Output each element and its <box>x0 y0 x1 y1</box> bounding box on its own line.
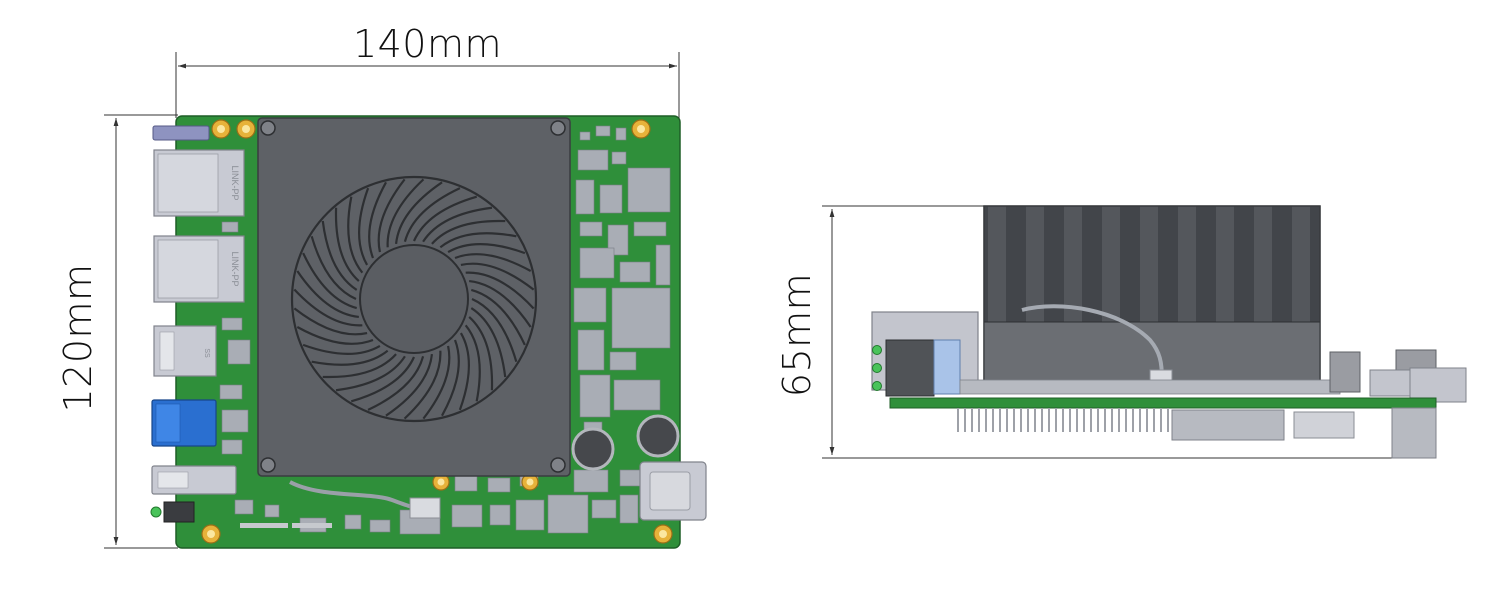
rj45-1-brand: LINK-PP <box>230 165 240 200</box>
fan-blade <box>334 207 360 282</box>
capacitors-top <box>571 414 680 471</box>
fan-blade <box>465 271 535 310</box>
fan-blade <box>468 316 494 391</box>
fan-blade <box>311 349 389 366</box>
fan-blade <box>431 219 506 245</box>
fan-blade <box>460 262 535 291</box>
fan-blade <box>321 220 358 291</box>
fan-blade <box>441 339 460 417</box>
board-side-view <box>871 205 1467 459</box>
dimension-lines-top <box>104 52 680 549</box>
screw-icon <box>260 120 276 136</box>
side-pins <box>957 408 1169 432</box>
led-icon <box>872 363 882 373</box>
fan-hub <box>359 244 469 354</box>
fan-blade <box>293 288 363 327</box>
led-icon <box>872 381 882 391</box>
fan-blade <box>368 181 387 259</box>
fan-blade <box>403 187 461 242</box>
fan-blade <box>350 356 416 403</box>
audio-jack <box>163 501 195 523</box>
led-icon <box>150 506 162 518</box>
fan-blade <box>386 178 425 248</box>
fan-blade <box>471 288 526 346</box>
dimension-lines-side <box>822 205 1420 459</box>
fan-blade <box>447 243 526 255</box>
fan-blade <box>439 232 517 249</box>
fan-blade <box>322 353 397 379</box>
side-usb-block <box>885 339 935 397</box>
capacitor-icon <box>571 427 615 471</box>
screw-icon <box>550 457 566 473</box>
fan-blade <box>310 235 357 301</box>
fan-blade <box>293 307 368 336</box>
fan-blade <box>347 196 364 274</box>
fan-blade <box>403 350 442 420</box>
fan-blade <box>302 252 357 310</box>
board-top-view: LINK-PP LINK-PP SS <box>150 115 707 549</box>
fan-blade <box>385 354 434 417</box>
fan-blade <box>412 195 478 242</box>
pcb-pin-row <box>240 523 332 528</box>
fan-icon <box>290 175 538 423</box>
fan-blade <box>377 178 406 253</box>
fan-blade <box>335 355 406 392</box>
screw-icon <box>550 120 566 136</box>
fan-connector <box>409 497 441 519</box>
rj45-2-brand: LINK-PP <box>230 251 240 286</box>
power-button-port <box>152 125 210 141</box>
fan-blade <box>296 270 359 319</box>
side-right-connector <box>1409 367 1467 403</box>
led-icon <box>872 345 882 355</box>
fan-blade <box>454 253 532 272</box>
fan-blade <box>464 324 481 402</box>
pcb-side <box>889 397 1437 409</box>
fan-blade <box>471 297 518 363</box>
pcb-components <box>219 125 671 535</box>
fan-cable-side <box>1021 304 1164 381</box>
heatsink-top <box>257 117 571 477</box>
fan-blade <box>422 206 493 243</box>
fan-blade <box>296 326 374 345</box>
fan-blade <box>469 279 532 328</box>
fan-blade <box>367 356 425 411</box>
fan-blade <box>458 332 470 411</box>
fan-blade <box>470 307 507 378</box>
screw-icon <box>260 457 276 473</box>
fan-blade <box>422 345 451 420</box>
width-dimension-label: 140mm <box>352 22 503 66</box>
usb-ss-logo: SS <box>203 348 210 358</box>
capacitor-icon <box>636 414 680 458</box>
io-ports-left: LINK-PP LINK-PP SS <box>150 125 245 523</box>
fan-blade <box>358 187 370 266</box>
fan-blade <box>394 181 443 244</box>
fan-rim <box>290 175 538 423</box>
fan-blade <box>302 343 381 355</box>
